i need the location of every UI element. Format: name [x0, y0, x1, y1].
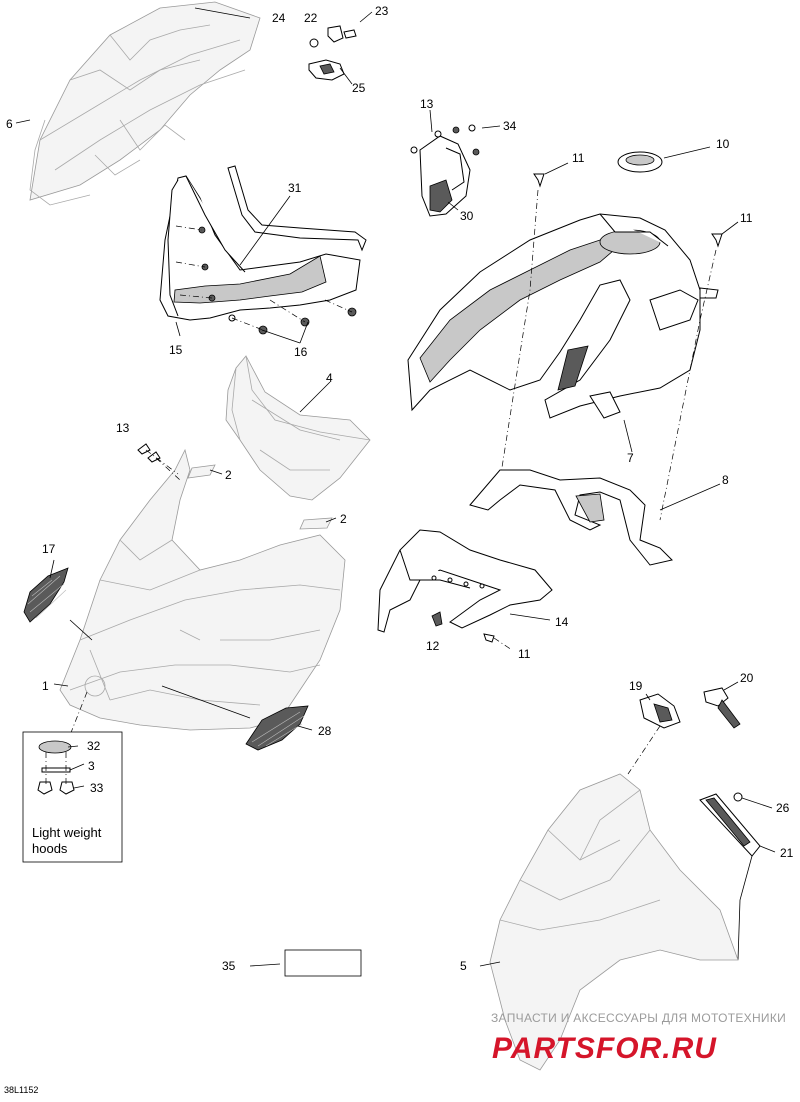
- callout-4: 4: [326, 371, 333, 385]
- part-14-frame-bracket: [377, 529, 553, 651]
- callout-24: 24: [272, 11, 286, 25]
- callout-7: 7: [627, 451, 634, 465]
- callout-11-top: 11: [572, 151, 585, 165]
- callout-30: 30: [460, 209, 474, 223]
- watermark-brand: PARTSFOR.RU: [492, 1032, 717, 1065]
- callout-11-bottom: 11: [518, 647, 531, 661]
- callout-15: 15: [169, 343, 183, 357]
- inset-caption-line1: Light weight: [32, 825, 102, 840]
- callout-26: 26: [776, 801, 790, 815]
- callout-2-upper: 2: [225, 468, 232, 482]
- inset-light-weight-hoods: [22, 731, 123, 863]
- part-2-decals: [187, 464, 333, 530]
- part-30-bracket: [410, 124, 480, 217]
- callout-22: 22: [304, 11, 318, 25]
- callout-35: 35: [222, 959, 236, 973]
- callout-23: 23: [375, 4, 389, 18]
- callout-16: 16: [294, 345, 308, 359]
- part-13-screws-left: [137, 443, 181, 481]
- callout-numbers: 24 22 23 25 6 13 34 11 10 11 30 31 15 16…: [6, 4, 794, 973]
- callout-11-right: 11: [740, 211, 753, 225]
- part-1-main-hood: [59, 448, 346, 761]
- part-35-label: [284, 949, 362, 977]
- callout-14: 14: [555, 615, 569, 629]
- callout-20: 20: [740, 671, 754, 685]
- latch-hardware: [308, 25, 357, 81]
- part-17-grille: [23, 567, 69, 623]
- callout-28: 28: [318, 724, 332, 738]
- part-7-console: [407, 189, 719, 521]
- drawing-code: 38L1152: [4, 1085, 38, 1095]
- callout-32: 32: [87, 739, 101, 753]
- callout-17: 17: [42, 542, 56, 556]
- watermark-tagline: ЗАПЧАСТИ И АКСЕССУАРЫ ДЛЯ МОТОТЕХНИКИ: [491, 1011, 786, 1025]
- callout-1: 1: [42, 679, 49, 693]
- callout-8: 8: [722, 473, 729, 487]
- callout-33: 33: [90, 781, 104, 795]
- part-10-filler-ring: [617, 151, 663, 173]
- part-6-hood-ghost: [29, 1, 261, 206]
- part-19-20-21-26-hardware: [627, 687, 761, 961]
- part-5-rear-hood: [489, 773, 739, 1071]
- part-11-screws: [533, 173, 723, 248]
- callout-34: 34: [503, 119, 517, 133]
- callout-3: 3: [88, 759, 95, 773]
- part-4-nose-piece: [225, 355, 371, 501]
- part-15-31-windshield-panel: [159, 165, 367, 335]
- callout-19: 19: [629, 679, 643, 693]
- callout-12: 12: [426, 639, 440, 653]
- callout-25: 25: [352, 81, 366, 95]
- callout-13-left: 13: [116, 421, 130, 435]
- part-28-grille: [245, 705, 309, 751]
- callout-10: 10: [716, 137, 730, 151]
- callout-21: 21: [780, 846, 794, 860]
- callout-6: 6: [6, 117, 13, 131]
- callout-13-top: 13: [420, 97, 434, 111]
- callout-5: 5: [460, 959, 467, 973]
- inset-caption-line2: hoods: [32, 841, 68, 856]
- part-8-support-bracket: [469, 469, 673, 566]
- callout-31: 31: [288, 181, 302, 195]
- leader-lines: [15, 7, 776, 967]
- callout-2-lower: 2: [340, 512, 347, 526]
